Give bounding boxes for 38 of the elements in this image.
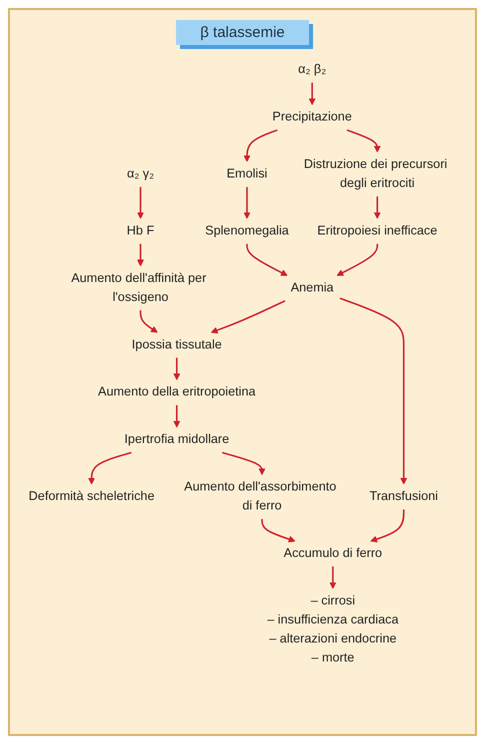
node-text: α₂ γ₂ — [127, 167, 154, 181]
arrow — [244, 186, 250, 219]
node-text: Distruzione dei precursori degli eritrociti — [304, 158, 448, 190]
arrow — [88, 452, 132, 485]
node-text: Hb F — [126, 224, 154, 238]
node-text: Transfusioni — [370, 490, 438, 504]
arrow — [370, 510, 405, 542]
node-text: Ipossia tissutale — [132, 338, 222, 352]
arrow — [140, 310, 158, 333]
arrow — [137, 186, 144, 219]
arrow — [210, 300, 286, 334]
node-text: α₂ β₂ — [298, 62, 326, 76]
node-text: Precipitazione — [272, 110, 352, 124]
node-text: Emolisi — [226, 167, 268, 181]
node-text: Eritropoiesi inefficace — [317, 224, 438, 238]
arrow — [374, 196, 381, 219]
arrow — [173, 405, 180, 428]
node-text: Ipertrofia midollare — [124, 432, 230, 446]
node-text: – cirrosi – insufficienza cardiaca – alterazioni endocrine – morte — [267, 594, 399, 664]
arrow — [137, 244, 144, 266]
arrow — [261, 519, 296, 542]
arrow — [173, 358, 180, 380]
arrow — [244, 129, 278, 162]
title-banner: β talassemie — [176, 20, 309, 45]
arrow — [336, 244, 378, 276]
node-text: Aumento della eritropoietina — [98, 385, 256, 399]
node-text: Anemia — [290, 281, 334, 294]
arrow — [222, 452, 266, 476]
node-text: Deformità scheletriche — [28, 490, 154, 504]
node-text: Splenomegalia — [205, 224, 289, 238]
arrow — [308, 82, 316, 106]
node-text: Accumulo di ferro — [284, 546, 382, 560]
node-text: Aumento dell'affinità per l'ossigeno — [71, 272, 206, 304]
arrow — [246, 244, 288, 276]
arrow — [340, 298, 408, 485]
arrow — [346, 129, 381, 152]
node-text: Aumento dell'assorbimento di ferro — [184, 480, 336, 513]
arrow — [329, 566, 336, 589]
